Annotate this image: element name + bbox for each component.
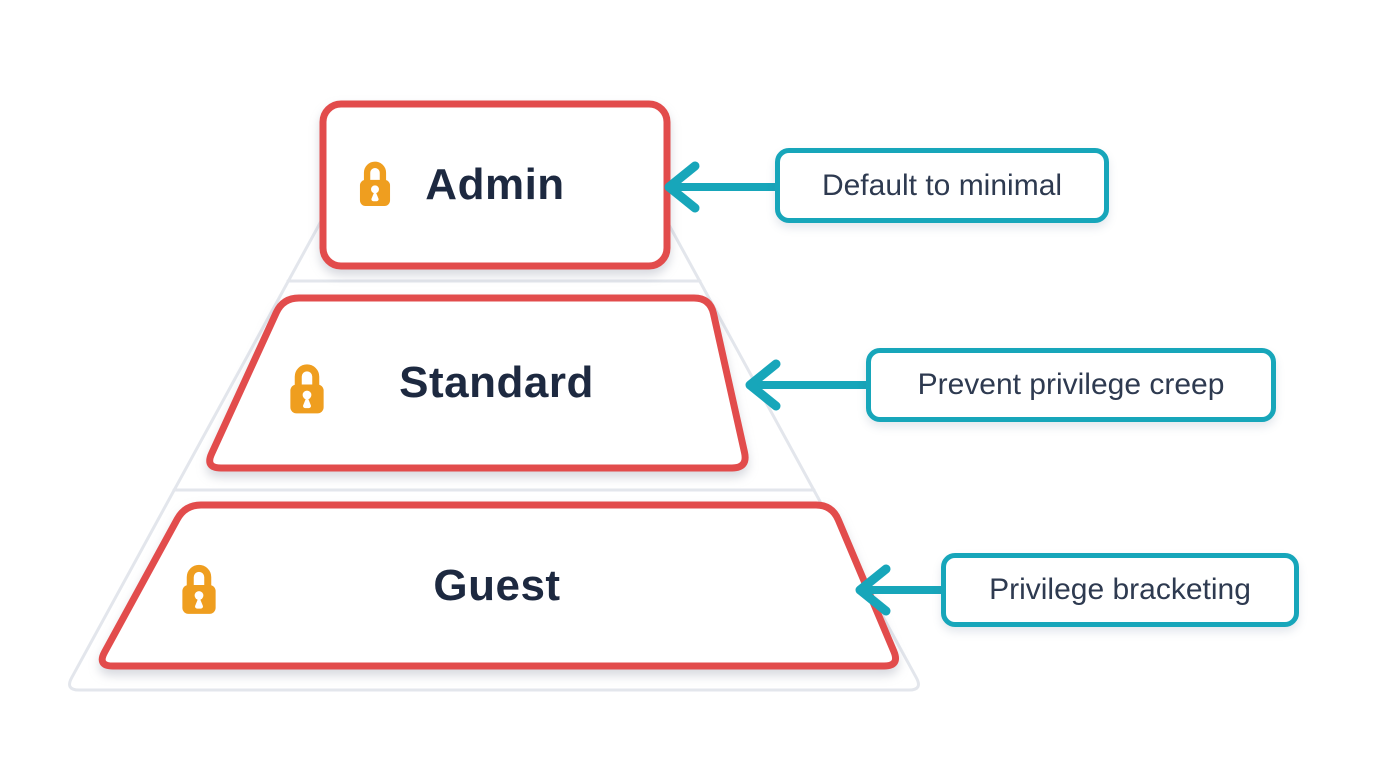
level-label-text: Standard <box>399 358 594 407</box>
lock-icon <box>290 364 324 414</box>
arrow-head-guest <box>855 564 891 616</box>
arrow-head-admin <box>664 161 700 213</box>
level-shape-standard <box>206 294 749 472</box>
lock-icon <box>359 161 391 206</box>
pyramid-outline <box>68 146 920 692</box>
callout-text: Prevent privilege creep <box>917 368 1225 401</box>
level-label-standard: Standard <box>283 298 710 468</box>
callout-text: Default to minimal <box>821 168 1063 202</box>
arrow-head-standard <box>745 359 781 411</box>
callout-privilege-bracketing: Privilege bracketing <box>941 553 1299 627</box>
level-shape-guest <box>98 501 900 670</box>
level-label-admin: Admin <box>323 104 667 266</box>
level-label-text: Admin <box>425 160 565 209</box>
level-label-text: Guest <box>433 560 561 610</box>
callout-default-to-minimal: Default to minimal <box>775 148 1109 223</box>
level-label-guest: Guest <box>185 505 809 666</box>
callout-text: Privilege bracketing <box>989 573 1251 606</box>
callout-prevent-privilege-creep: Prevent privilege creep <box>866 348 1276 422</box>
lock-icon <box>182 564 216 614</box>
